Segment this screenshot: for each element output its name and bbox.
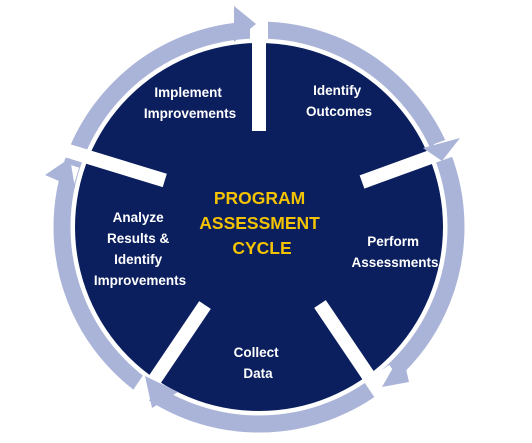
stage-label-analyze-results: Analyze Results & Identify Improvements bbox=[94, 210, 186, 288]
stage-label-collect-data: Collect Data bbox=[234, 345, 283, 381]
stage-label-implement-improvements: Implement Improvements bbox=[144, 85, 236, 121]
center-title: PROGRAM ASSESSMENT CYCLE bbox=[199, 188, 324, 258]
separator-left bbox=[57, 141, 167, 188]
arrowhead-bottom-left-icon bbox=[145, 376, 178, 408]
cycle-disc bbox=[75, 43, 443, 411]
stage-label-perform-assessments: Perform Assessments bbox=[351, 234, 438, 270]
separator-bottom-left bbox=[134, 301, 211, 405]
arrowhead-left-icon bbox=[45, 158, 75, 188]
arrowhead-bottom-right-icon bbox=[382, 352, 409, 387]
stage-label-identify-outcomes: Identify Outcomes bbox=[306, 83, 372, 119]
separator-top bbox=[252, 20, 266, 131]
arrowhead-right-icon bbox=[423, 138, 460, 161]
ring-arrowheads bbox=[45, 6, 460, 408]
arrowhead-top-icon bbox=[234, 6, 256, 42]
separator-bottom-right bbox=[314, 300, 388, 400]
